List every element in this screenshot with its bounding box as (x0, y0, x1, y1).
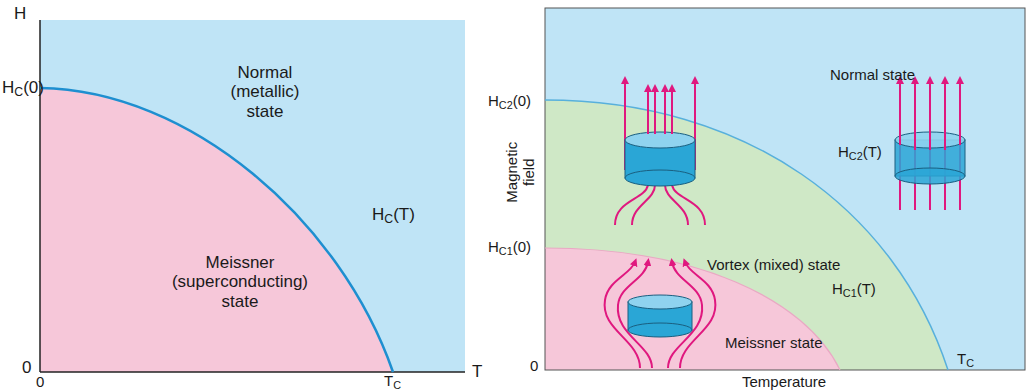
region-label: Normal (metallic) state (215, 63, 315, 122)
axis-label: T (472, 362, 482, 382)
vortex-cylinder (615, 80, 705, 225)
phase-region: Meissner state (545, 8, 1025, 370)
normal-cylinder (895, 80, 965, 210)
curve-label: HC(T) (372, 205, 415, 225)
curve-label: HC2(T) (838, 143, 882, 160)
hc-curve (40, 88, 393, 372)
axis-value: HC1(0) (488, 238, 531, 255)
axis-value: HC(0) (2, 78, 44, 98)
region-fill (545, 8, 1025, 370)
meissner-cylinder (605, 262, 716, 368)
region-label: Vortex (mixed) state (707, 256, 840, 273)
hc2-curve (545, 100, 948, 370)
axis-value: TC (384, 372, 401, 389)
hc1-curve (545, 248, 840, 370)
axis-value: 0 (36, 373, 44, 390)
region-label: Meissner state (725, 334, 823, 351)
axis-value: 0 (530, 357, 538, 374)
right-frame (545, 8, 1025, 370)
axis-value: HC2(0) (488, 92, 531, 109)
left-axes (40, 20, 465, 372)
axis-value: TC (957, 350, 974, 367)
axis-title: Magnetic field (503, 136, 538, 208)
axis-label: H (14, 4, 26, 24)
region-label: Meissner (superconducting) state (165, 253, 315, 312)
region-label: Normal state (830, 66, 915, 83)
curve-label: HC1(T) (832, 280, 876, 297)
axis-value: 0 (22, 358, 31, 378)
axis-title: Temperature (742, 373, 826, 390)
